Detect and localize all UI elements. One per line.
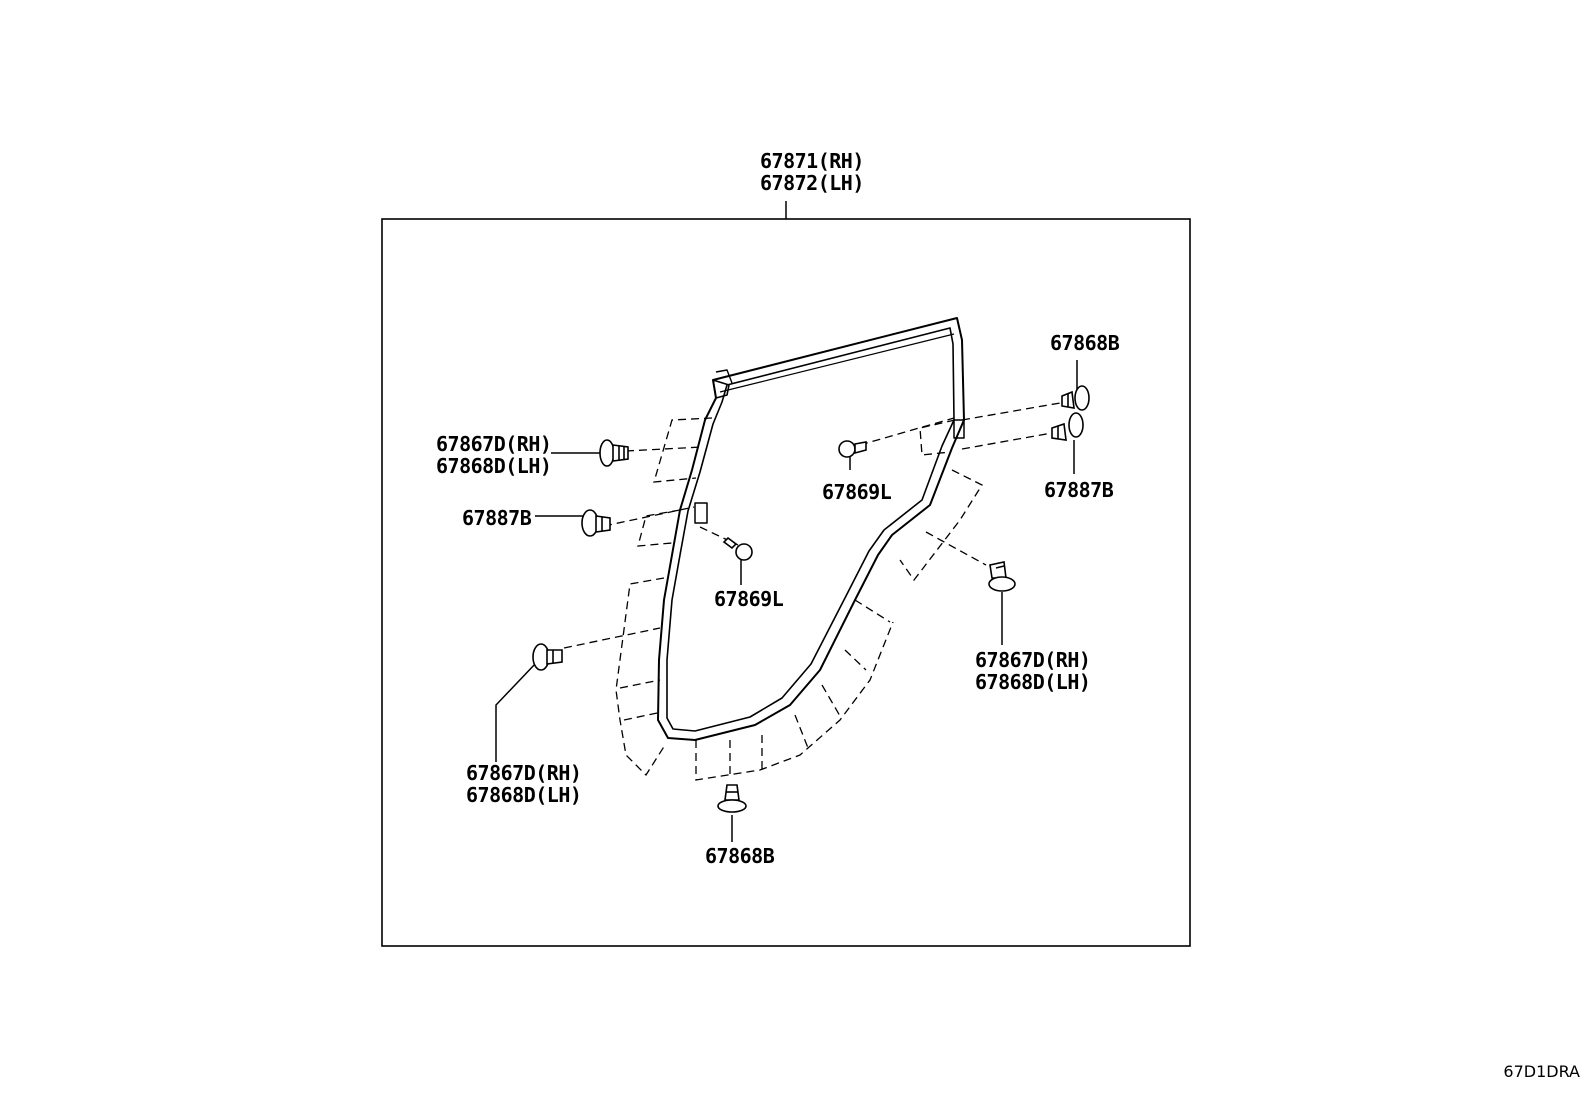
label-right-middle-rh: 67867D(RH) (975, 648, 1091, 672)
label-right-middle-clip: 67867D(RH) 67868D(LH) (975, 648, 1091, 694)
label-lower-left-rh: 67867D(RH) (466, 761, 582, 785)
label-screw-right: 67869L (822, 480, 892, 504)
label-clip-right-pair: 67887B (1044, 478, 1114, 502)
label-upper-left-clip: 67867D(RH) 67868D(LH) (436, 432, 552, 478)
screw-right (838, 440, 867, 458)
label-screw-center: 67869L (714, 587, 784, 611)
label-lower-left-lh: 67868D(LH) (466, 783, 582, 807)
clip-right-middle (988, 561, 1016, 592)
clip-right-pair (1051, 412, 1084, 441)
clip-upper-left (599, 439, 629, 467)
leader-lines (495, 360, 1078, 842)
label-clip-left-middle: 67887B (462, 506, 532, 530)
label-assembly-rh: 67871(RH) (760, 149, 864, 173)
label-assembly-lh: 67872(LH) (760, 171, 864, 195)
clip-left-middle (581, 509, 611, 537)
diagram-code: 67D1DRA (1503, 1062, 1580, 1081)
label-weatherstrip-assembly: 67871(RH) 67872(LH) (760, 150, 864, 194)
label-right-middle-lh: 67868D(LH) (975, 670, 1091, 694)
clip-top-right (1061, 385, 1090, 411)
label-clip-bottom: 67868B (705, 844, 775, 868)
label-upper-left-lh: 67868D(LH) (436, 454, 552, 478)
screw-center (722, 536, 753, 561)
label-upper-left-rh: 67867D(RH) (436, 432, 552, 456)
assembly-frame (381, 218, 1191, 947)
clip-bottom (717, 784, 747, 813)
clip-lower-left (532, 643, 563, 671)
door-weatherstrip (657, 317, 965, 741)
dashed-guides (563, 402, 1061, 781)
label-lower-left-clip: 67867D(RH) 67868D(LH) (466, 761, 582, 807)
label-clip-top-right: 67868B (1050, 331, 1120, 355)
